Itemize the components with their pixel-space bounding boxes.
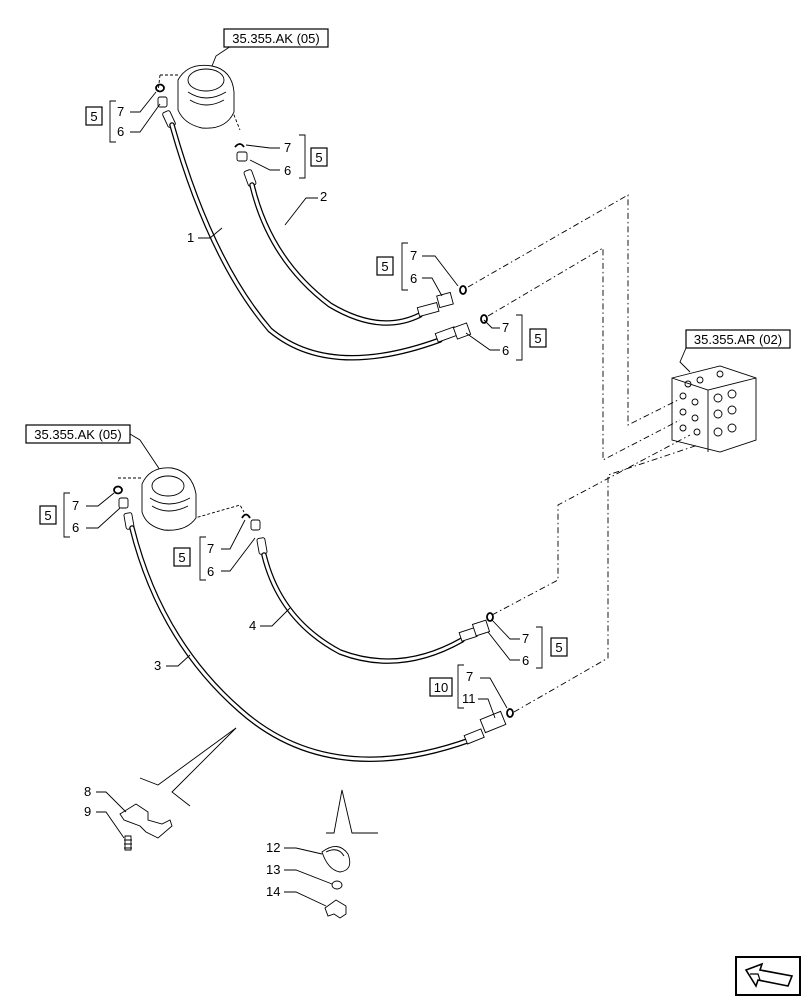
callout-group-top-left: 5 7 6 bbox=[85, 91, 161, 143]
ref-box-5: 5 bbox=[555, 640, 562, 655]
callout-7: 7 bbox=[207, 541, 214, 556]
ref-joystick-top: 35.355.AK (05) bbox=[223, 28, 329, 48]
o-ring-hose-4 bbox=[486, 612, 494, 622]
connection-lines bbox=[467, 194, 699, 713]
hose-2 bbox=[249, 182, 454, 326]
callout-6: 6 bbox=[522, 653, 529, 668]
ref-valve-block-label: 35.355.AR (02) bbox=[694, 332, 782, 347]
callout-6: 6 bbox=[284, 163, 291, 178]
callout-group-bottom-left: 5 7 6 bbox=[39, 492, 121, 538]
callout-9: 9 bbox=[84, 804, 91, 819]
ref-box-5: 5 bbox=[178, 550, 185, 565]
callout-group-top-mid: 5 7 6 bbox=[245, 134, 328, 179]
callout-7: 7 bbox=[410, 248, 417, 263]
callout-3: 3 bbox=[154, 658, 161, 673]
callout-2: 2 bbox=[320, 189, 327, 204]
ref-box-5: 5 bbox=[534, 331, 541, 346]
callout-1: 1 bbox=[187, 230, 194, 245]
ref-valve-block: 35.355.AR (02) bbox=[679, 329, 791, 373]
ref-joystick-bottom: 35.355.AK (05) bbox=[25, 424, 161, 471]
valve-block bbox=[671, 365, 757, 453]
hose-4 bbox=[261, 552, 491, 664]
callout-7: 7 bbox=[72, 498, 79, 513]
callout-group-bracket: 8 9 bbox=[84, 784, 127, 839]
detail-pointer-right bbox=[326, 789, 378, 834]
detail-pointer-left bbox=[139, 727, 237, 807]
fitting-bottom-left bbox=[113, 485, 135, 530]
clip-parts bbox=[321, 846, 351, 919]
callout-7: 7 bbox=[466, 669, 473, 684]
arrow-navigation-icon[interactable] bbox=[735, 956, 801, 996]
ref-box-5: 5 bbox=[315, 150, 322, 165]
callout-7: 7 bbox=[522, 631, 529, 646]
hose-3 bbox=[129, 525, 507, 762]
hose-1 bbox=[169, 122, 472, 361]
callout-group-fitting-11: 10 7 11 bbox=[429, 664, 508, 719]
ref-joystick-top-label: 35.355.AK (05) bbox=[232, 31, 319, 46]
fitting-bottom-mid bbox=[241, 513, 268, 555]
callout-8: 8 bbox=[84, 784, 91, 799]
o-ring-lower bbox=[480, 314, 488, 324]
callout-7: 7 bbox=[284, 140, 291, 155]
callout-group-clip: 12 13 14 bbox=[266, 840, 333, 907]
callout-6: 6 bbox=[72, 520, 79, 535]
ref-joystick-bottom-label: 35.355.AK (05) bbox=[34, 427, 121, 442]
fitting-top-mid bbox=[234, 143, 257, 187]
ref-box-5: 5 bbox=[90, 109, 97, 124]
callout-12: 12 bbox=[266, 840, 280, 855]
callout-6: 6 bbox=[410, 271, 417, 286]
callout-group-hose-1-2: 1 2 bbox=[187, 189, 327, 245]
ref-box-10: 10 bbox=[434, 680, 448, 695]
ref-box-5: 5 bbox=[381, 259, 388, 274]
callout-6: 6 bbox=[117, 124, 124, 139]
callout-group-bottom-right: 5 7 6 bbox=[487, 619, 568, 669]
callout-group-hose-3-4: 3 4 bbox=[154, 607, 291, 673]
callout-group-bottom-mid: 5 7 6 bbox=[173, 519, 256, 581]
ref-box-5: 5 bbox=[44, 508, 51, 523]
o-ring-upper bbox=[459, 285, 467, 295]
callout-14: 14 bbox=[266, 884, 280, 899]
callout-4: 4 bbox=[249, 618, 256, 633]
callout-6: 6 bbox=[502, 343, 509, 358]
callout-7: 7 bbox=[502, 320, 509, 335]
callout-7: 7 bbox=[117, 104, 124, 119]
callout-group-upper-right: 5 7 6 bbox=[376, 242, 459, 297]
callout-13: 13 bbox=[266, 862, 280, 877]
o-ring-hose-3 bbox=[506, 708, 514, 718]
callout-group-upper-right-2: 5 7 6 bbox=[465, 314, 547, 361]
callout-6: 6 bbox=[207, 564, 214, 579]
joystick-bottom bbox=[118, 467, 245, 531]
fitting-top-left bbox=[155, 83, 176, 128]
bracket-part bbox=[119, 803, 173, 851]
callout-11: 11 bbox=[462, 691, 476, 706]
